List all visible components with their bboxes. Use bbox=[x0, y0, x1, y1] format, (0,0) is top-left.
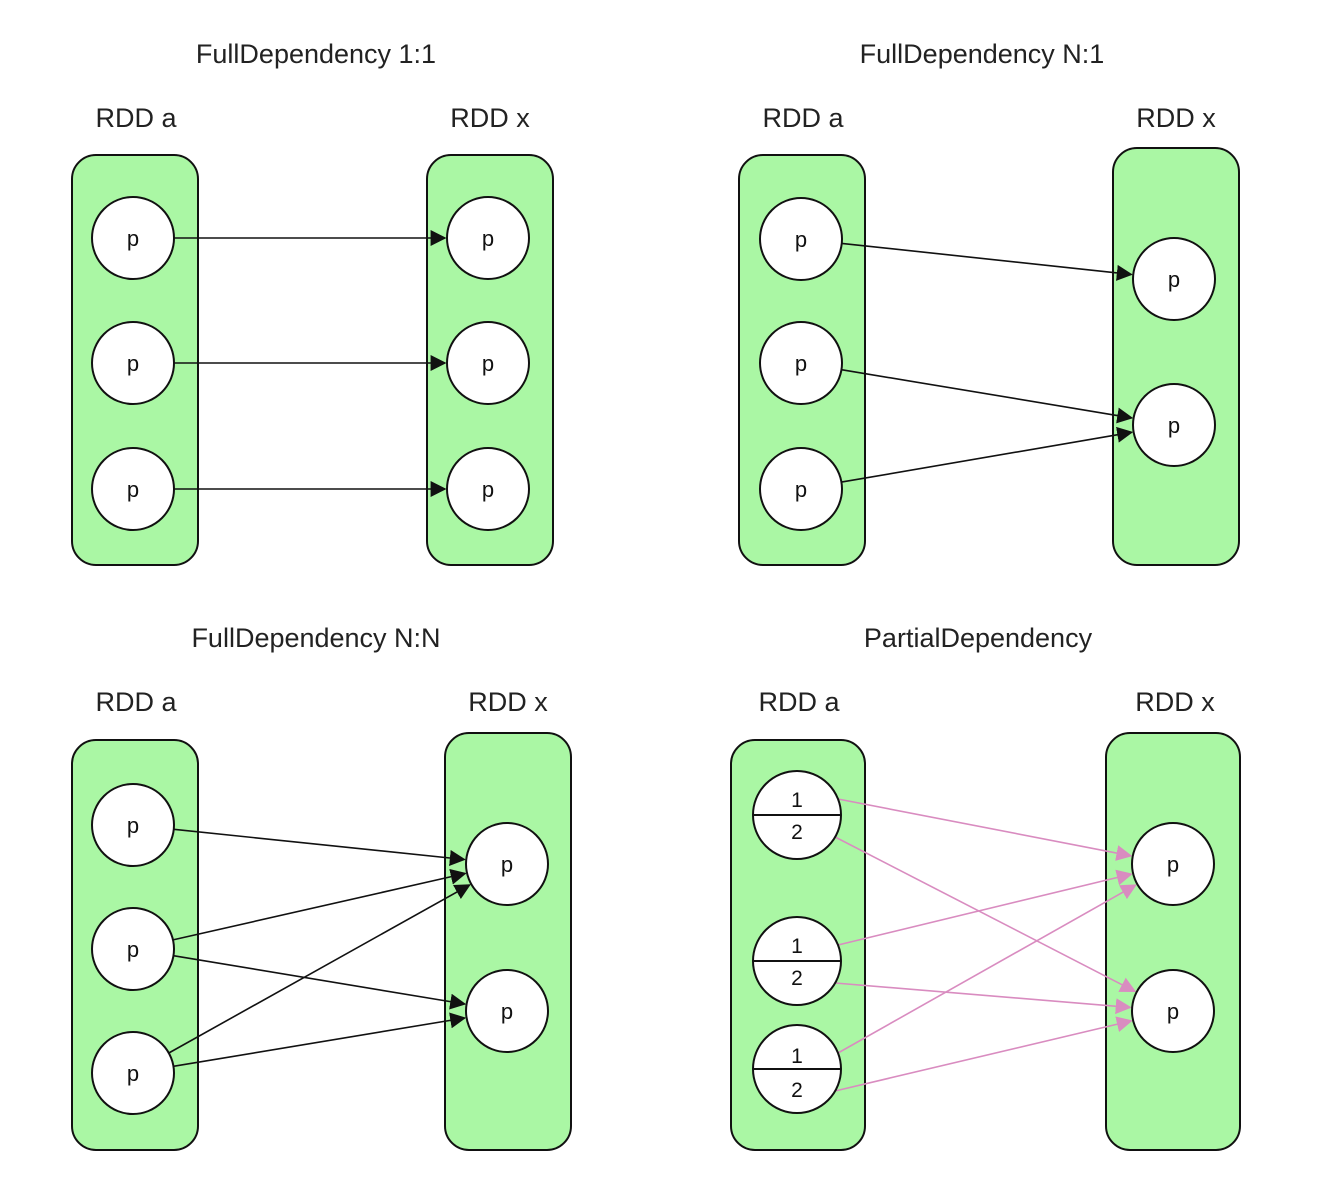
partition-upper-label: 1 bbox=[791, 935, 803, 958]
source-partition: p bbox=[91, 447, 175, 531]
source-partition: p bbox=[759, 447, 843, 531]
target-partition: p bbox=[446, 447, 530, 531]
edges bbox=[174, 230, 447, 497]
panel-partial-dependency: PartialDependency RDD a RDD x 1 2 1 2 1 … bbox=[730, 623, 1241, 1151]
partition-label: p bbox=[482, 477, 494, 502]
partition-label: p bbox=[482, 351, 494, 376]
edges bbox=[841, 242, 1134, 483]
partition-label: p bbox=[501, 852, 513, 877]
target-partition: p bbox=[446, 321, 530, 405]
dependency-arrow bbox=[835, 982, 1132, 1015]
source-partition: p bbox=[91, 196, 175, 280]
source-partition: p bbox=[91, 783, 175, 867]
dependency-arrow bbox=[834, 836, 1137, 993]
dependency-arrow bbox=[841, 426, 1134, 483]
dependency-arrow bbox=[837, 798, 1133, 861]
panel-title: FullDependency N:N bbox=[191, 623, 440, 653]
panel-title: FullDependency 1:1 bbox=[196, 39, 436, 69]
target-partition: p bbox=[1131, 969, 1215, 1053]
partition-label: p bbox=[795, 477, 807, 502]
dependency-arrow bbox=[837, 869, 1133, 946]
source-partition-split: 1 2 bbox=[752, 770, 842, 860]
panel-title: PartialDependency bbox=[864, 623, 1093, 653]
source-partition: p bbox=[91, 1031, 175, 1115]
target-partition: p bbox=[465, 969, 549, 1053]
source-rdd-label: RDD a bbox=[95, 687, 177, 717]
partition-lower-label: 2 bbox=[791, 1079, 803, 1102]
dependency-arrow bbox=[173, 1012, 467, 1068]
target-rdd-box bbox=[1105, 732, 1241, 1151]
source-rdd-label: RDD a bbox=[95, 103, 177, 133]
panel-title: FullDependency N:1 bbox=[860, 39, 1105, 69]
target-partition: p bbox=[1132, 237, 1216, 321]
partition-upper-label: 1 bbox=[791, 1045, 803, 1068]
dependency-arrow bbox=[841, 368, 1134, 424]
dependency-arrow bbox=[837, 884, 1137, 1054]
panel-full-dependency-n-1: FullDependency N:1 RDD a RDD x p p p p p bbox=[738, 39, 1240, 566]
source-partition: p bbox=[91, 321, 175, 405]
edges bbox=[168, 828, 471, 1068]
partition-label: p bbox=[501, 999, 513, 1024]
partition-label: p bbox=[127, 351, 139, 376]
target-rdd-label: RDD x bbox=[1136, 103, 1216, 133]
partition-label: p bbox=[795, 351, 807, 376]
target-rdd-box bbox=[1112, 147, 1240, 566]
target-rdd-label: RDD x bbox=[468, 687, 548, 717]
partition-label: p bbox=[1167, 999, 1179, 1024]
source-partition: p bbox=[759, 321, 843, 405]
partition-lower-label: 2 bbox=[791, 821, 803, 844]
panel-full-dependency-n-n: FullDependency N:N RDD a RDD x p p p p p bbox=[71, 623, 572, 1151]
dependency-arrow bbox=[168, 884, 471, 1054]
source-partition: p bbox=[759, 197, 843, 281]
source-partition-split: 1 2 bbox=[752, 1024, 842, 1114]
partition-label: p bbox=[127, 226, 139, 251]
source-rdd-label: RDD a bbox=[762, 103, 844, 133]
panel-full-dependency-1-1: FullDependency 1:1 RDD a RDD x p p p p p… bbox=[71, 39, 554, 566]
target-rdd-box bbox=[444, 732, 572, 1151]
target-partition: p bbox=[1131, 822, 1215, 906]
target-partition: p bbox=[446, 196, 530, 280]
target-rdd-label: RDD x bbox=[1135, 687, 1215, 717]
dependency-arrow bbox=[841, 242, 1133, 281]
dependency-arrow bbox=[172, 868, 467, 941]
dependency-arrow bbox=[173, 954, 467, 1010]
target-rdd-label: RDD x bbox=[450, 103, 530, 133]
edges bbox=[834, 798, 1137, 1092]
partition-label: p bbox=[127, 1061, 139, 1086]
dependency-arrow bbox=[173, 828, 466, 866]
source-partition: p bbox=[91, 907, 175, 991]
source-partition-split: 1 2 bbox=[752, 916, 842, 1006]
partition-upper-label: 1 bbox=[791, 789, 803, 812]
partition-label: p bbox=[1168, 413, 1180, 438]
target-partition: p bbox=[1132, 383, 1216, 467]
partition-label: p bbox=[127, 813, 139, 838]
partition-label: p bbox=[795, 227, 807, 252]
target-partition: p bbox=[465, 822, 549, 906]
partition-lower-label: 2 bbox=[791, 967, 803, 990]
partition-label: p bbox=[482, 226, 494, 251]
partition-label: p bbox=[127, 937, 139, 962]
partition-label: p bbox=[1167, 852, 1179, 877]
dependency-arrow bbox=[834, 1016, 1133, 1092]
partition-label: p bbox=[127, 477, 139, 502]
partition-label: p bbox=[1168, 267, 1180, 292]
source-rdd-label: RDD a bbox=[758, 687, 840, 717]
